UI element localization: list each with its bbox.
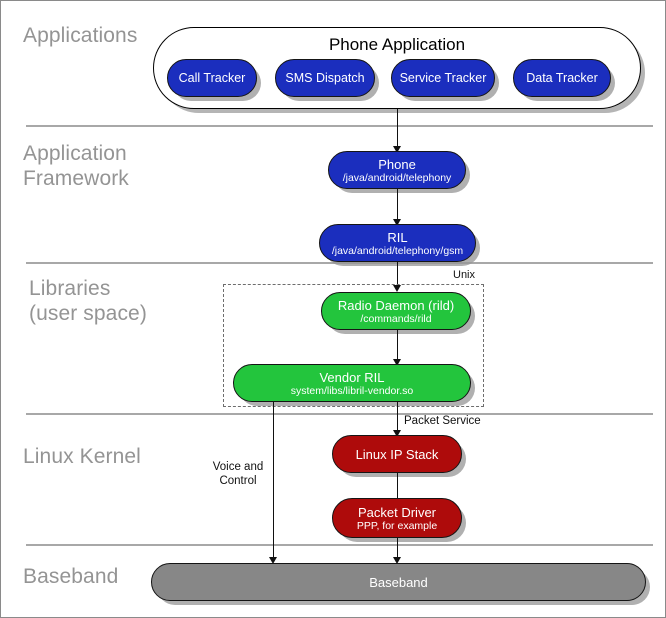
- app-chip-sms-dispatch[interactable]: SMS Dispatch: [275, 59, 375, 97]
- arrowhead-phone-to-ril: [392, 219, 401, 226]
- app-chip-service-tracker[interactable]: Service Tracker: [391, 59, 495, 97]
- connector-packet-driver-to-baseband: [397, 538, 398, 561]
- connector-rild-to-vendor-ril: [397, 330, 398, 362]
- layer-label-linux-kernel: Linux Kernel: [23, 445, 141, 468]
- layer-label-application-framework: Application Framework: [23, 142, 129, 190]
- arrowhead-ril-to-rild: [392, 285, 401, 292]
- node-title: Phone: [378, 156, 416, 172]
- connector-phone-to-ril: [397, 189, 398, 222]
- phone-application-title: Phone Application: [328, 35, 466, 54]
- node-title: Packet Driver: [357, 504, 437, 520]
- arrowhead-vendor-ril-to-ip-stack: [392, 430, 401, 437]
- node-title: RIL: [387, 229, 408, 245]
- node-title: Radio Daemon (rild): [337, 297, 455, 313]
- layer-separator-libraries: [26, 413, 653, 415]
- node-baseband[interactable]: Baseband: [151, 563, 646, 601]
- layer-separator-framework: [26, 262, 653, 264]
- node-packet-driver[interactable]: Packet Driver PPP, for example: [332, 498, 462, 538]
- node-title: Linux IP Stack: [355, 446, 439, 462]
- node-ril[interactable]: RIL /java/android/telephony/gsm: [319, 224, 476, 262]
- node-subtitle: /java/android/telephony: [342, 171, 452, 184]
- app-chip-call-tracker[interactable]: Call Tracker: [167, 59, 257, 97]
- node-linux-ip-stack[interactable]: Linux IP Stack: [332, 435, 462, 473]
- node-subtitle: PPP, for example: [356, 519, 438, 532]
- arrowhead-apps-to-phone: [392, 146, 401, 153]
- connector-ip-stack-to-packet-driver: [397, 473, 398, 501]
- connector-vendor-ril-to-ip-stack: [397, 402, 398, 433]
- arrowhead-vendor-ril-to-baseband: [268, 557, 277, 564]
- node-subtitle: system/libs/libril-vendor.so: [290, 384, 414, 397]
- layer-separator-kernel: [26, 544, 653, 546]
- app-chip-data-tracker[interactable]: Data Tracker: [513, 59, 611, 97]
- unix-region-label: Unix: [453, 269, 476, 281]
- connector-vendor-ril-to-baseband: [273, 402, 274, 561]
- node-radio-daemon[interactable]: Radio Daemon (rild) /commands/rild: [321, 292, 471, 330]
- edge-label-voice-and-control: Voice and Control: [212, 461, 264, 487]
- app-chip-label: Data Tracker: [526, 70, 598, 85]
- arrowhead-packet-driver-to-baseband: [392, 557, 401, 564]
- unix-region: [223, 284, 484, 407]
- app-chip-label: Call Tracker: [178, 70, 246, 85]
- node-title: Vendor RIL: [319, 369, 385, 385]
- layer-label-baseband: Baseband: [23, 565, 119, 588]
- node-vendor-ril[interactable]: Vendor RIL system/libs/libril-vendor.so: [233, 364, 471, 402]
- connector-apps-to-phone: [397, 109, 398, 149]
- node-subtitle: /java/android/telephony/gsm: [331, 244, 464, 257]
- node-subtitle: /commands/rild: [360, 312, 432, 325]
- app-chip-label: SMS Dispatch: [285, 70, 365, 85]
- layer-separator-applications: [26, 125, 653, 127]
- node-title: Baseband: [369, 574, 428, 590]
- layer-label-libraries: Libraries (user space): [29, 277, 147, 325]
- app-chip-label: Service Tracker: [399, 70, 487, 85]
- edge-label-packet-service: Packet Service: [404, 415, 481, 427]
- node-phone[interactable]: Phone /java/android/telephony: [328, 151, 466, 189]
- connector-ril-to-rild: [397, 262, 398, 288]
- arrowhead-rild-to-vendor-ril: [392, 359, 401, 366]
- layer-label-applications: Applications: [23, 24, 138, 47]
